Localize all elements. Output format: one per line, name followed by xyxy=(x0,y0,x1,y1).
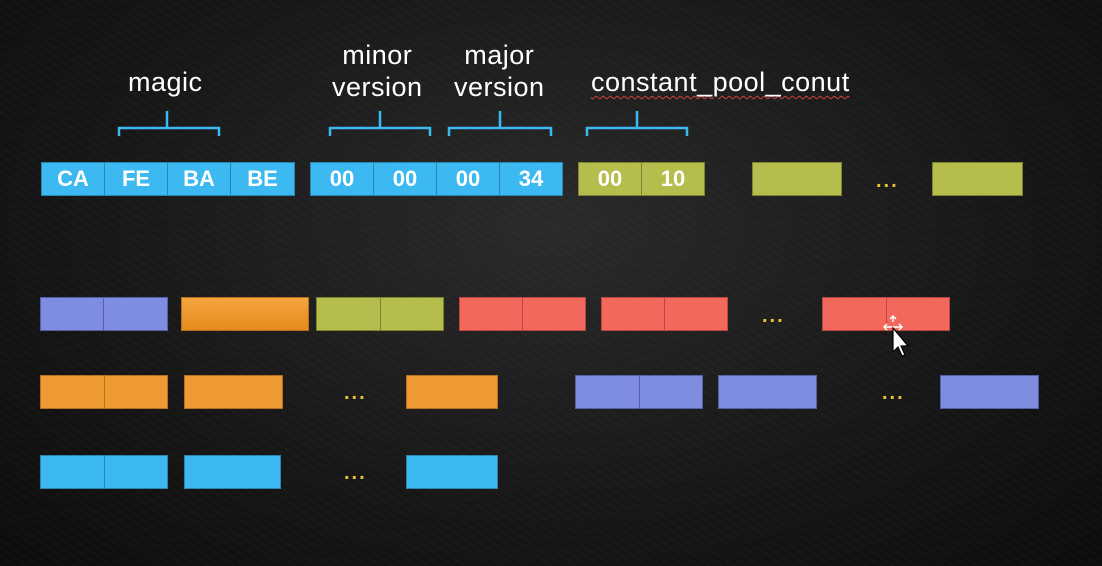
constant-pool-entry-block xyxy=(932,162,1023,196)
major-version-label: major version xyxy=(454,40,545,102)
blue-block xyxy=(104,455,168,489)
purple-block xyxy=(40,297,104,331)
minor-version-brace xyxy=(328,111,432,136)
mouse-pointer-icon xyxy=(882,314,910,357)
red-block xyxy=(522,297,586,331)
ellipsis-row3-right: ... xyxy=(882,382,905,404)
orange-block xyxy=(406,375,498,409)
constant-pool-count-brace xyxy=(585,111,689,136)
minor-version-byte-1: 00 xyxy=(310,162,374,196)
blue-block xyxy=(40,455,105,489)
magic-byte-4: BE xyxy=(230,162,295,196)
purple-block xyxy=(940,375,1039,409)
orange-block xyxy=(40,375,105,409)
blue-block xyxy=(184,455,281,489)
constant-pool-entry-block xyxy=(752,162,842,196)
magic-byte-1: CA xyxy=(41,162,105,196)
green-block xyxy=(380,297,444,331)
purple-block xyxy=(575,375,640,409)
magic-byte-2: FE xyxy=(104,162,168,196)
minor-version-byte-2: 00 xyxy=(373,162,437,196)
ellipsis-row1: ... xyxy=(876,170,899,192)
orange-block xyxy=(184,375,283,409)
major-version-byte-2: 34 xyxy=(499,162,563,196)
magic-label: magic xyxy=(128,67,203,97)
minor-version-label: minor version xyxy=(332,40,423,102)
green-block xyxy=(316,297,381,331)
purple-block xyxy=(639,375,703,409)
ellipsis-row4: ... xyxy=(344,462,367,484)
constant-pool-count-byte-2: 10 xyxy=(641,162,705,196)
red-block xyxy=(459,297,523,331)
red-block xyxy=(664,297,728,331)
major-version-byte-1: 00 xyxy=(436,162,500,196)
blue-block xyxy=(406,455,498,489)
magic-byte-3: BA xyxy=(167,162,231,196)
red-block xyxy=(822,297,887,331)
ellipsis-row3-left: ... xyxy=(344,382,367,404)
purple-block xyxy=(718,375,817,409)
red-block xyxy=(601,297,665,331)
major-version-brace xyxy=(447,111,553,136)
ellipsis-row2: ... xyxy=(762,305,785,327)
red-block xyxy=(886,297,950,331)
magic-brace xyxy=(117,111,221,136)
purple-block xyxy=(103,297,168,331)
constant-pool-count-byte-1: 00 xyxy=(578,162,642,196)
orange-block xyxy=(181,297,309,331)
orange-block xyxy=(104,375,168,409)
constant-pool-count-label: constant_pool_conut xyxy=(591,67,850,97)
